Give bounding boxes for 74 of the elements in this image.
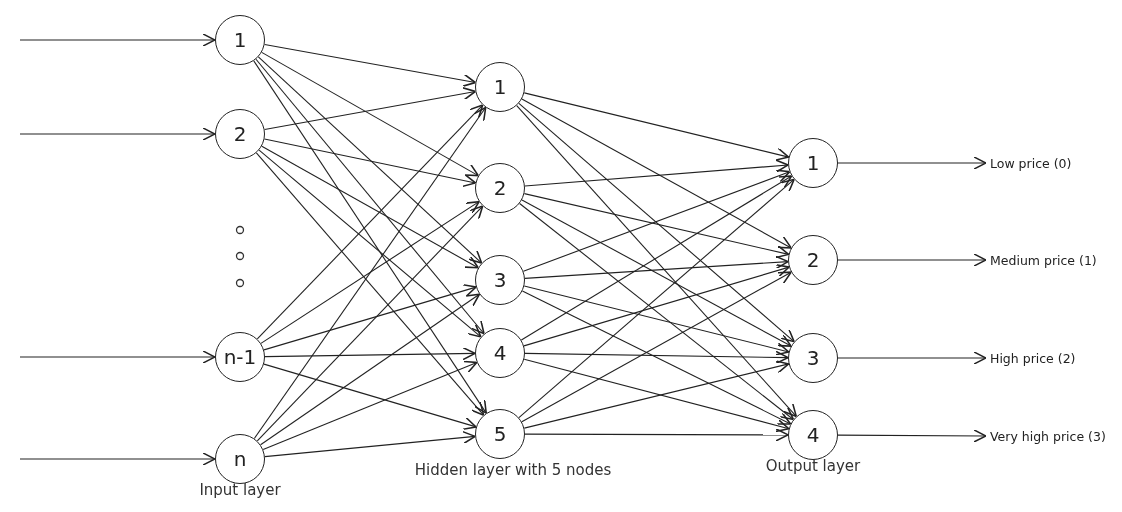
arrow xyxy=(520,175,793,341)
neuron-circle xyxy=(788,333,838,383)
neuron-number: 1 xyxy=(493,75,507,99)
output-class-label: Very high price (3) xyxy=(990,426,1106,446)
arrow xyxy=(255,58,485,335)
output-class-label: Medium price (1) xyxy=(990,250,1097,270)
neuron-number: 5 xyxy=(493,422,507,446)
neuron-number: n xyxy=(233,447,247,471)
arrow xyxy=(261,145,479,269)
arrow xyxy=(837,351,987,365)
neuron-number: 1 xyxy=(233,28,247,52)
output-class-label: Low price (0) xyxy=(990,153,1072,173)
arrow xyxy=(521,199,792,347)
arrow xyxy=(524,255,789,279)
arrow xyxy=(264,430,476,458)
arrow xyxy=(262,360,478,451)
neuron-number: 1 xyxy=(806,151,820,175)
arrow xyxy=(258,149,482,338)
neuron-circle xyxy=(475,328,525,378)
neuron-circle xyxy=(788,138,838,188)
arrow xyxy=(837,156,987,170)
arrow xyxy=(264,346,476,361)
arrow xyxy=(264,86,477,131)
layer-label: Input layer xyxy=(199,481,281,499)
arrow xyxy=(253,60,487,414)
arrow xyxy=(260,200,480,344)
neuron-circle xyxy=(215,434,265,484)
arrow xyxy=(516,105,798,418)
neuron-circle xyxy=(215,15,265,65)
arrow xyxy=(523,92,790,161)
arrow xyxy=(19,33,216,47)
arrow xyxy=(837,253,987,267)
neuron-circle xyxy=(215,109,265,159)
neuron-circle xyxy=(475,163,525,213)
arrow xyxy=(524,428,789,442)
arrow xyxy=(523,285,790,356)
arrow xyxy=(257,56,483,264)
arrow xyxy=(518,102,795,343)
arrow xyxy=(19,127,216,141)
neuron-circle xyxy=(215,332,265,382)
arrow xyxy=(19,452,216,466)
arrow xyxy=(19,350,216,364)
arrow xyxy=(256,205,484,442)
neuron-number: 2 xyxy=(806,248,820,272)
neuron-circle xyxy=(475,62,525,112)
neuron-number: n-1 xyxy=(223,345,257,369)
arrow xyxy=(264,43,477,88)
arrow xyxy=(256,104,484,340)
arrow xyxy=(524,350,789,365)
arrow xyxy=(260,293,481,446)
neuron-number: 2 xyxy=(493,176,507,200)
neuron-circle xyxy=(475,255,525,305)
arrow xyxy=(263,138,477,188)
arrow xyxy=(524,159,789,187)
neuron-circle xyxy=(788,235,838,285)
arrow xyxy=(523,264,790,347)
arrow xyxy=(522,169,791,272)
neuron-circle xyxy=(788,410,838,460)
arrow xyxy=(521,98,792,249)
arrow xyxy=(253,106,487,440)
arrow xyxy=(255,152,485,416)
output-class-label: High price (2) xyxy=(990,348,1076,368)
neuron-number: 4 xyxy=(806,423,820,447)
arrow xyxy=(263,363,477,431)
arrow xyxy=(837,429,987,443)
arrow xyxy=(523,193,790,259)
layer-label: Output layer xyxy=(765,457,861,475)
arrow xyxy=(263,283,477,351)
neuron-number: 2 xyxy=(233,122,247,146)
arrow xyxy=(261,51,480,177)
neuron-circle xyxy=(475,409,525,459)
neuron-number: 3 xyxy=(493,268,507,292)
neuron-number: 3 xyxy=(806,346,820,370)
neuron-number: 4 xyxy=(493,341,507,365)
